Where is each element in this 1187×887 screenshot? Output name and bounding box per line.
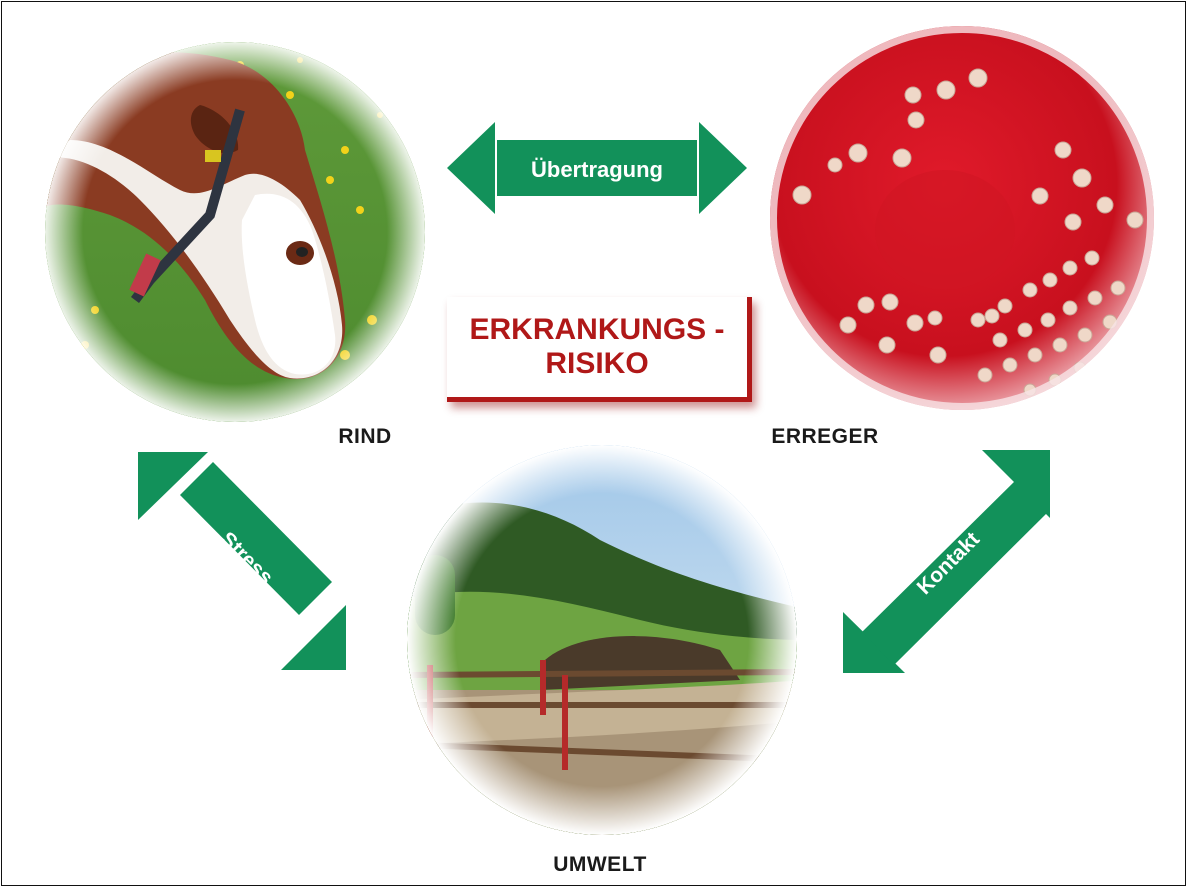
node-label-erreger: ERREGER <box>771 425 879 448</box>
risk-line-2: RISIKO <box>545 347 649 380</box>
cow-image <box>45 42 425 422</box>
node-label-umwelt: UMWELT <box>553 853 647 876</box>
node-label-rind: RIND <box>338 425 392 448</box>
transmission-arrow <box>447 122 747 214</box>
pathogen-image <box>770 26 1154 410</box>
environment-image <box>407 445 797 835</box>
disease-risk-box: ERKRANKUNGS - RISIKO <box>447 297 752 402</box>
contact-arrow <box>843 450 1050 673</box>
transmission-label: Übertragung <box>531 157 663 182</box>
risk-line-1: ERKRANKUNGS - <box>469 313 725 346</box>
stress-arrow <box>138 452 346 670</box>
